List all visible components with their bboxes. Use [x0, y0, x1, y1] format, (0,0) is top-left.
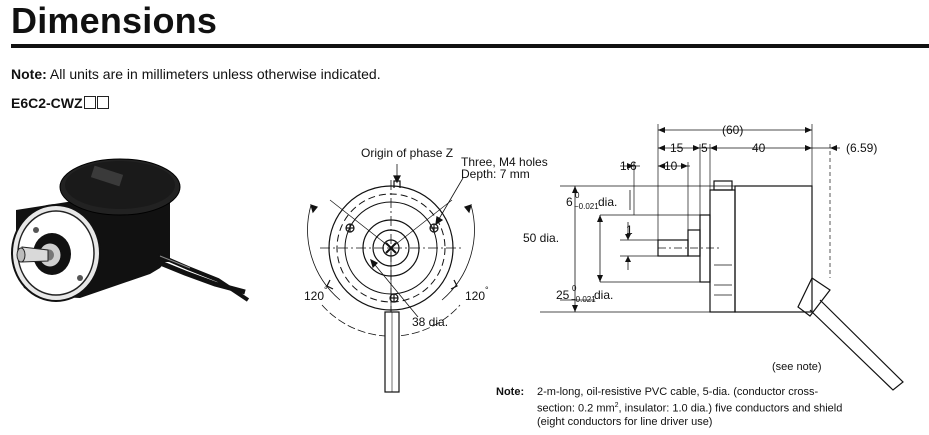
spigot-dia-suffix: dia. — [594, 288, 613, 302]
footnote-label: Note: — [496, 386, 525, 398]
dim-40: 40 — [752, 141, 766, 155]
units-note-text: All units are in millimeters unless othe… — [46, 66, 381, 82]
see-note-label: (see note) — [772, 361, 822, 373]
pcd-label: 38 dia. — [412, 315, 448, 329]
footnote-line-1: 2-m-long, oil-resistive PVC cable, 5-dia… — [537, 386, 819, 398]
body-dia-label: 50 dia. — [523, 231, 559, 245]
shaft-dia-value: 6 — [566, 195, 573, 209]
angle-left-label: 120 — [304, 289, 324, 303]
footnote-line-2a: section: 0.2 mm — [537, 402, 615, 415]
footnote-line-3: (eight conductors for line driver use) — [537, 415, 713, 428]
title-rule — [11, 44, 929, 48]
shaft-dia-upper-tol: 0 — [575, 191, 580, 200]
spigot-dia-upper-tol: 0 — [572, 284, 577, 293]
encoder-photo — [11, 158, 250, 302]
angle-right-label: 120 — [465, 289, 485, 303]
dim-5: 5 — [701, 141, 708, 155]
dim-1: 1 — [626, 223, 633, 237]
model-name: E6C2-CWZ — [11, 95, 83, 111]
dim-1-6: 1.6 — [620, 159, 637, 173]
units-note-label: Note: — [11, 66, 47, 82]
spigot-dia-value: 25 — [556, 288, 570, 302]
dim-15: 15 — [670, 141, 684, 155]
model-placeholder-box — [83, 96, 96, 109]
model-placeholder-box — [96, 96, 109, 109]
dim-total-length: (60) — [722, 123, 743, 137]
side-view-arrowheads — [572, 127, 837, 312]
shaft-dia-lower-tol: −0.021 — [574, 202, 599, 211]
footnote-line-2: section: 0.2 mm2, insulator: 1.0 dia.) f… — [537, 399, 917, 416]
units-note: Note: All units are in millimeters unles… — [11, 66, 381, 82]
footnote-line-2b: , insulator: 1.0 dia.) five conductors a… — [618, 402, 843, 415]
m4-holes-label: Three, M4 holes — [461, 155, 548, 169]
page-title: Dimensions — [11, 0, 218, 41]
origin-phase-z-label: Origin of phase Z — [361, 146, 453, 160]
footnote-superscript: 2 — [614, 402, 619, 409]
shaft-dia-suffix: dia. — [598, 195, 617, 209]
model-heading: E6C2-CWZ — [11, 95, 109, 111]
side-view-drawing — [540, 124, 904, 391]
footnote-text: 2-m-long, oil-resistive PVC cable, 5-dia… — [537, 386, 917, 429]
dim-10: 10 — [664, 159, 678, 173]
angle-left-degree: ° — [324, 285, 328, 295]
hole-depth-label: Depth: 7 mm — [461, 167, 530, 181]
spigot-dia-lower-tol: −0.021 — [571, 295, 596, 304]
angle-right-degree: ° — [485, 285, 489, 295]
dim-6-59: (6.59) — [846, 141, 877, 155]
front-view-drawing — [307, 164, 475, 393]
